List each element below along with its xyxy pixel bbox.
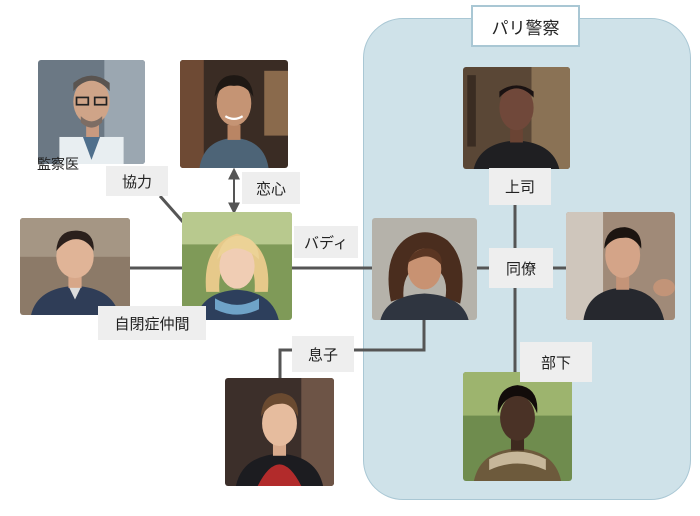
label-boss: 上司: [489, 168, 551, 205]
portrait-colleague: [566, 212, 675, 320]
label-buddy: バディ: [294, 226, 358, 258]
coroner-caption: 監察医: [37, 157, 79, 173]
portrait-buddy-detective: [372, 218, 477, 320]
portrait-subordinate: [463, 372, 572, 481]
group-title: パリ警察: [471, 5, 580, 47]
portrait-autism-friend: [20, 218, 130, 315]
portrait-son: [225, 378, 334, 486]
label-cooperation: 協力: [106, 166, 168, 196]
link-cooperation: [158, 195, 185, 223]
portrait-main-character: [182, 212, 292, 320]
portrait-romance-interest: [180, 60, 288, 168]
portrait-coroner: [38, 60, 145, 164]
label-autism-friend: 自閉症仲間: [98, 306, 206, 340]
label-son: 息子: [292, 336, 354, 372]
portrait-boss: [463, 67, 570, 169]
label-colleague: 同僚: [489, 248, 553, 288]
label-subordinate: 部下: [520, 342, 592, 382]
label-romance: 恋心: [242, 172, 300, 204]
